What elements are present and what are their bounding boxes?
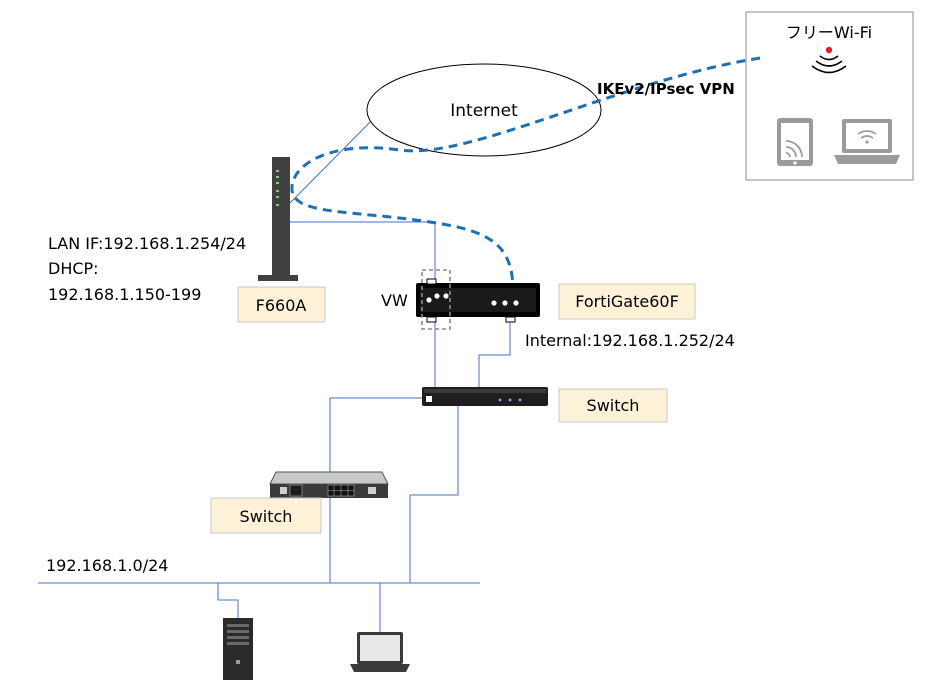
link-router-internet: [289, 111, 381, 204]
network-links: [38, 111, 511, 632]
fortigate-firewall-icon: [416, 278, 540, 323]
laptop-wifi-icon: [834, 119, 900, 164]
wifi-zone-title: フリーWi-Fi: [786, 23, 872, 42]
internet-cloud: Internet: [366, 63, 602, 157]
fortigate-name: FortiGate60F: [575, 292, 679, 311]
link-router-fortigate-wan: [290, 221, 436, 282]
router-dhcp-range: 192.168.1.150-199: [48, 285, 201, 304]
router-dhcp-label: DHCP:: [48, 259, 99, 278]
f660a-name: F660A: [256, 296, 307, 315]
fortigate-name-box: FortiGate60F: [558, 283, 696, 320]
vw-port-highlight: [421, 269, 451, 330]
core-switch-name: Switch: [587, 396, 640, 415]
wifi-signal-icon: [811, 46, 847, 74]
vpn-tunnel-line: [290, 56, 761, 303]
link-fortigate-internal-switch: [478, 315, 511, 388]
core-switch-icon: [422, 387, 548, 406]
core-switch-name-box: Switch: [558, 388, 668, 423]
internet-label: Internet: [450, 101, 518, 121]
link-lan-server: [217, 583, 239, 618]
small-switch-name: Switch: [240, 507, 293, 526]
f660a-name-box: F660A: [237, 286, 326, 323]
small-switch-icon: [269, 471, 389, 498]
router-lan-if-text: LAN IF:192.168.1.254/24: [48, 234, 246, 253]
vpn-label: IKEv2/IPsec VPN: [597, 80, 735, 98]
vw-label: VW: [381, 291, 408, 310]
link-switch-lan: [409, 406, 459, 583]
free-wifi-zone: フリーWi-Fi: [745, 11, 914, 181]
tablet-icon: [777, 118, 813, 166]
small-switch-name-box: Switch: [210, 497, 322, 534]
f660a-router-icon: [258, 157, 298, 281]
lan-subnet-label: 192.168.1.0/24: [46, 556, 168, 575]
fortigate-internal-ip: Internal:192.168.1.252/24: [525, 331, 735, 350]
link-switch-small-switch: [329, 397, 425, 473]
server-icon: [223, 618, 253, 680]
laptop-icon: [350, 632, 410, 672]
